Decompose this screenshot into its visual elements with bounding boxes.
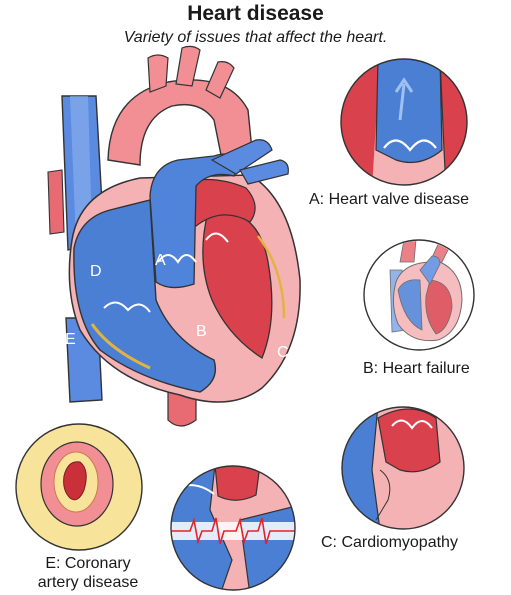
inset-coronary-artery bbox=[15, 423, 143, 551]
caption-valve: A: Heart valve disease bbox=[309, 191, 470, 208]
caption-heart-failure: B: Heart failure bbox=[363, 360, 470, 377]
main-heart: D A B C E bbox=[47, 45, 301, 427]
label-a: A bbox=[155, 252, 166, 269]
aortic-arch bbox=[107, 79, 253, 166]
pulmonary-trunk bbox=[149, 153, 241, 289]
label-c: C bbox=[277, 344, 289, 361]
inset-heart-failure bbox=[363, 239, 475, 351]
caption-coronary-line1: E: Coronary bbox=[45, 555, 131, 572]
caption-cardiomyopathy: C: Cardiomyopathy bbox=[321, 534, 458, 551]
caption-coronary-line2: artery disease bbox=[37, 574, 139, 591]
inset-arrhythmia bbox=[170, 465, 296, 591]
label-d: D bbox=[90, 263, 102, 280]
page-subtitle: Variety of issues that affect the heart. bbox=[123, 29, 388, 46]
inset-cardiomyopathy bbox=[341, 406, 465, 530]
inset-valve bbox=[340, 58, 468, 186]
caption-coronary: E: Coronary artery disease bbox=[18, 554, 158, 592]
left-ventricle bbox=[202, 210, 273, 359]
label-e: E bbox=[65, 331, 76, 348]
label-b: B bbox=[196, 323, 207, 340]
ecg-trace bbox=[171, 516, 295, 546]
page-title: Heart disease bbox=[187, 2, 324, 25]
